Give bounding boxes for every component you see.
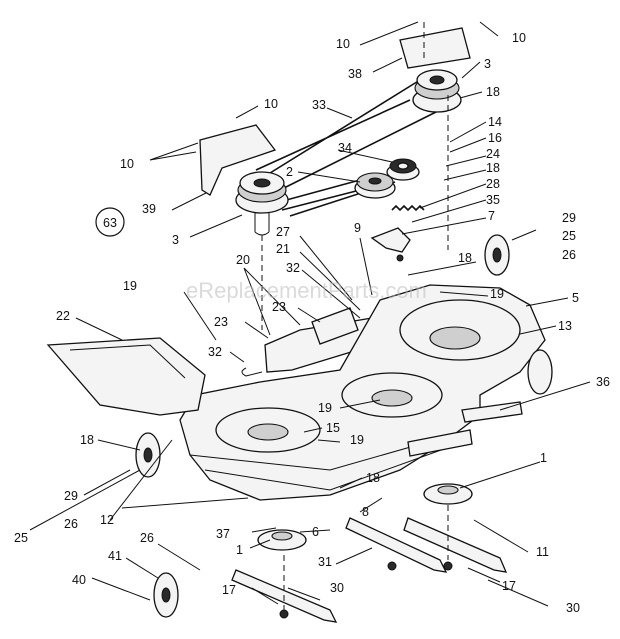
- hardware-dashes: [261, 22, 449, 610]
- callout-39: 39: [142, 202, 156, 216]
- callout-26: 26: [562, 248, 576, 262]
- spring-28: [391, 204, 425, 212]
- callout-19: 19: [123, 279, 137, 293]
- callout-31: 31: [318, 555, 332, 569]
- callout-19: 19: [350, 433, 364, 447]
- callout-9: 9: [354, 221, 361, 235]
- watermark: eReplacementParts.com: [186, 278, 427, 303]
- idler-pulley-34: [386, 158, 420, 181]
- callout-38: 38: [348, 67, 362, 81]
- nut-17-center: [387, 561, 397, 571]
- callout-23: 23: [272, 300, 286, 314]
- callout-24: 24: [486, 147, 500, 161]
- callout-26: 26: [64, 517, 78, 531]
- callout-labels: 10 10 38 3 10 33 18 10 39 3 2 34 14 16 2…: [14, 31, 610, 615]
- callout-3: 3: [484, 57, 491, 71]
- callout-5: 5: [572, 291, 579, 305]
- assembly-badge: 63: [95, 207, 125, 237]
- callout-37: 37: [216, 527, 230, 541]
- callout-2: 2: [286, 165, 293, 179]
- wheel-25-left: [135, 432, 161, 478]
- assembly-badge-label: 63: [103, 216, 117, 230]
- mower-deck: [179, 284, 546, 501]
- callout-10: 10: [264, 97, 278, 111]
- callout-30: 30: [330, 581, 344, 595]
- callout-41: 41: [108, 549, 122, 563]
- callout-19: 19: [318, 401, 332, 415]
- callout-18: 18: [366, 471, 380, 485]
- callout-32: 32: [286, 261, 300, 275]
- wheel-13-right: [527, 349, 553, 395]
- belt-cover-39: [199, 124, 277, 196]
- callout-22: 22: [56, 309, 70, 323]
- wheel-41-bottom: [153, 572, 179, 618]
- callout-18: 18: [80, 433, 94, 447]
- pulley-3-right: [412, 69, 462, 113]
- bracket-20-23: [241, 307, 375, 377]
- callout-32: 32: [208, 345, 222, 359]
- callout-10: 10: [512, 31, 526, 45]
- callout-26: 26: [140, 531, 154, 545]
- belt-cover-38: [399, 27, 471, 69]
- callout-17: 17: [222, 583, 236, 597]
- callout-3: 3: [172, 233, 179, 247]
- callout-1: 1: [540, 451, 547, 465]
- blade-30-right: [403, 517, 508, 573]
- callout-18: 18: [458, 251, 472, 265]
- callout-29: 29: [64, 489, 78, 503]
- wheel-25-right: [484, 234, 510, 276]
- nut-17-right: [443, 561, 453, 571]
- callout-36: 36: [596, 375, 610, 389]
- idler-pulley-2: [354, 172, 396, 199]
- callout-18: 18: [486, 161, 500, 175]
- pulley-3-left: [235, 171, 289, 236]
- callout-25: 25: [562, 229, 576, 243]
- callout-21: 21: [276, 242, 290, 256]
- callout-23: 23: [214, 315, 228, 329]
- callout-17: 17: [502, 579, 516, 593]
- discharge-chute-22: [46, 337, 206, 416]
- nut-17-left: [279, 609, 289, 619]
- callout-34: 34: [338, 141, 352, 155]
- callout-12: 12: [100, 513, 114, 527]
- callout-27: 27: [276, 225, 290, 239]
- callout-18: 18: [486, 85, 500, 99]
- callout-6: 6: [312, 525, 319, 539]
- callout-30: 30: [566, 601, 580, 615]
- callout-10: 10: [336, 37, 350, 51]
- callout-28: 28: [486, 177, 500, 191]
- callout-29: 29: [562, 211, 576, 225]
- callout-25: 25: [14, 531, 28, 545]
- callout-8: 8: [362, 505, 369, 519]
- callout-10: 10: [120, 157, 134, 171]
- callout-14: 14: [488, 115, 502, 129]
- spindle-1-right: [423, 483, 473, 505]
- blade-31-center: [345, 517, 448, 573]
- callout-19: 19: [490, 287, 504, 301]
- callout-35: 35: [486, 193, 500, 207]
- callout-11: 11: [536, 545, 549, 559]
- callout-7: 7: [488, 209, 495, 223]
- idler-arm-7: [370, 227, 411, 262]
- callout-33: 33: [312, 98, 326, 112]
- leader-lines: [29, 21, 591, 607]
- callout-20: 20: [236, 253, 250, 267]
- gauge-bar-36: [407, 401, 523, 457]
- callout-15: 15: [326, 421, 340, 435]
- callout-1: 1: [236, 543, 243, 557]
- callout-16: 16: [488, 131, 502, 145]
- callout-40: 40: [72, 573, 86, 587]
- spindle-1-left: [257, 529, 307, 551]
- callout-13: 13: [558, 319, 572, 333]
